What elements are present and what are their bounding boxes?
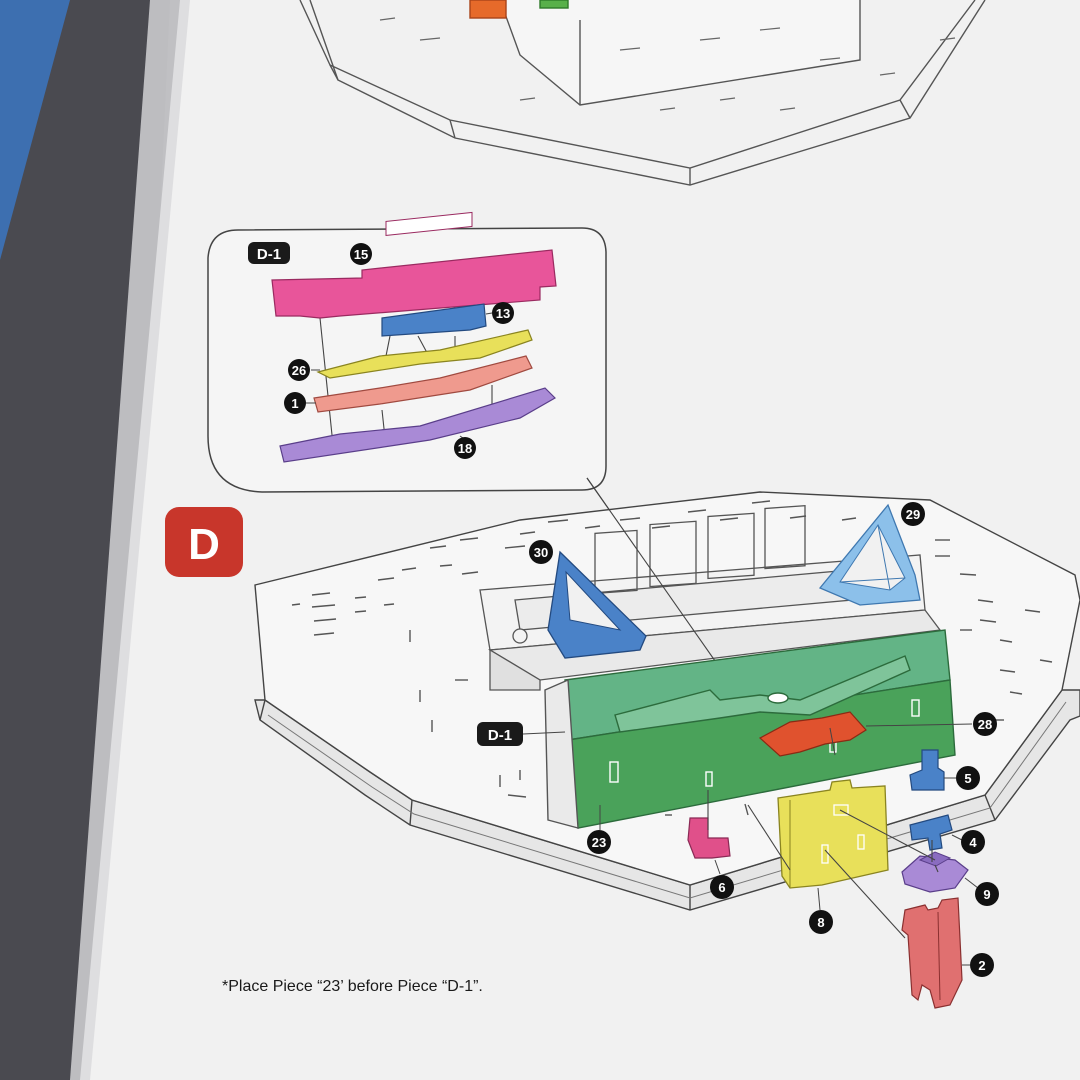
svg-text:6: 6 bbox=[718, 880, 725, 895]
piece-26-yellow bbox=[316, 329, 533, 379]
piece-1-salmon bbox=[313, 355, 533, 413]
callout-29: 29 bbox=[901, 502, 925, 526]
svg-text:23: 23 bbox=[592, 835, 606, 850]
piece-15-pink bbox=[271, 249, 557, 319]
callout-1: 1 bbox=[284, 392, 316, 414]
inset-d1-panel: D-1 15 13 26 1 18 bbox=[207, 211, 721, 669]
inset-label-box bbox=[248, 242, 290, 264]
piece-5-blue bbox=[909, 749, 945, 791]
svg-text:D-1: D-1 bbox=[488, 727, 512, 744]
svg-text:1: 1 bbox=[291, 396, 298, 411]
piece-8-yellow bbox=[777, 779, 889, 889]
step-badge: D bbox=[165, 507, 243, 577]
piece-18-purple bbox=[279, 387, 556, 463]
callout-15: 15 bbox=[350, 243, 372, 265]
svg-text:5: 5 bbox=[964, 771, 971, 786]
callout-30: 30 bbox=[529, 540, 553, 564]
callout-4: 4 bbox=[951, 830, 985, 854]
svg-text:2: 2 bbox=[978, 958, 985, 973]
piece-30-blue-tower bbox=[547, 550, 647, 659]
page-gutter bbox=[70, 0, 190, 1080]
callout-6: 6 bbox=[710, 859, 734, 899]
svg-text:15: 15 bbox=[354, 247, 368, 262]
piece-2-red bbox=[901, 897, 963, 1009]
guide-line-d1 bbox=[586, 477, 721, 669]
callout-5: 5 bbox=[944, 766, 980, 790]
piece-15-window bbox=[385, 211, 473, 236]
svg-text:28: 28 bbox=[978, 717, 992, 732]
callout-9: 9 bbox=[964, 877, 999, 906]
piece-29-lightblue-tower bbox=[818, 503, 921, 606]
previous-step-diagram bbox=[299, 0, 986, 186]
callout-2: 2 bbox=[962, 953, 994, 977]
callout-13: 13 bbox=[485, 302, 514, 324]
piece-13-blue bbox=[381, 303, 487, 337]
callout-28: 28 bbox=[865, 712, 997, 736]
callout-d1-tag: D-1 bbox=[477, 722, 566, 746]
svg-text:13: 13 bbox=[496, 306, 510, 321]
callout-8: 8 bbox=[809, 887, 833, 934]
svg-text:18: 18 bbox=[458, 441, 472, 456]
callout-26: 26 bbox=[288, 359, 320, 381]
page-edge-blue bbox=[0, 0, 70, 260]
guide-line-28 bbox=[829, 727, 836, 756]
inset-label: D-1 bbox=[257, 246, 281, 263]
svg-text:30: 30 bbox=[534, 545, 548, 560]
callout-23: 23 bbox=[587, 805, 611, 854]
piece-23-green-wall bbox=[544, 629, 956, 829]
piece-4-blue bbox=[909, 814, 953, 851]
callout-18: 18 bbox=[454, 435, 476, 459]
svg-text:29: 29 bbox=[906, 507, 920, 522]
svg-text:4: 4 bbox=[969, 835, 977, 850]
svg-text:8: 8 bbox=[817, 915, 824, 930]
svg-text:9: 9 bbox=[983, 887, 990, 902]
step-letter: D bbox=[188, 520, 220, 569]
guide-lines bbox=[707, 790, 939, 939]
assembly-note: *Place Piece “23’ before Piece “D-1”. bbox=[222, 978, 483, 995]
svg-text:26: 26 bbox=[292, 363, 306, 378]
piece-28-orange bbox=[758, 711, 867, 757]
